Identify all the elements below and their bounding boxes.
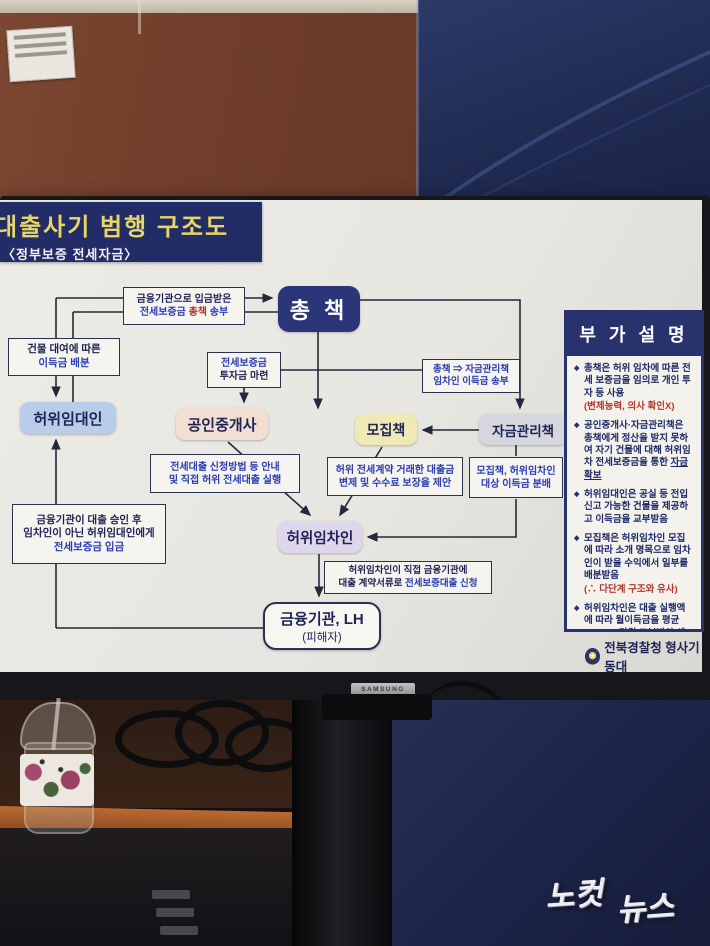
samsung-logo: SAMSUNG <box>351 683 415 696</box>
bullet-marker: ◆ <box>574 535 580 543</box>
ceiling-strip <box>0 0 445 13</box>
label-line: 금융기관으로 입금받은 <box>136 294 232 305</box>
bullet-text: 허위임대인은 공실 등 전입신고 가능한 건물을 제공하고 이득금을 교부받음 <box>584 489 689 525</box>
panel-bullet: ◆ 허위임차인은 대출 실행액에 따라 월이득금을 평균 100-200만원 교부… <box>574 602 694 629</box>
bullet-marker: ◆ <box>574 365 580 372</box>
label-line: 변제 및 수수료 보장을 제안 <box>338 477 452 489</box>
node-label: 허위임대인 <box>33 410 103 428</box>
label-loan-guide: 전세대출 신청방법 등 안내 및 직접 허위 전세대출 실행 <box>150 454 300 493</box>
cabinet-seam-highlight <box>138 0 141 34</box>
node-sublabel: (피해자) <box>302 631 342 644</box>
panel-bullet: ◆ 허위임대인은 공실 등 전입신고 가능한 건물을 제공하고 이득금을 교부받음 <box>574 489 694 526</box>
cup-floral-sleeve <box>20 754 94 806</box>
node-label: 총 책 <box>289 298 349 323</box>
label-line: 대상 이득금 분배 <box>481 478 551 490</box>
label-line: 허위 전세계약 거래한 대출금 <box>335 464 455 476</box>
chair-slat <box>160 926 198 935</box>
label-sticker <box>6 25 76 83</box>
label-line: 건물 대여에 따른 <box>27 343 101 356</box>
label-contract-offer: 허위 전세계약 거래한 대출금 변제 및 수수료 보장을 제안 <box>327 457 463 496</box>
slide-title: 대출사기 범행 구조도 <box>0 214 230 241</box>
node-fake-landlord: 허위임대인 <box>20 402 116 434</box>
blue-wall-background <box>418 0 710 217</box>
bullet-note: (∴ 다단계 구조와 유사) <box>584 583 678 595</box>
node-broker: 공인중개사 <box>176 408 268 440</box>
panel-title: 부 가 설 명 <box>567 313 701 356</box>
label-line: 전세보증금 입금 <box>53 540 125 553</box>
wall-curve-decoration <box>426 50 710 217</box>
node-fake-tenant: 허위임차인 <box>278 521 362 553</box>
node-label: 허위임차인 <box>286 530 354 547</box>
label-line: 및 직접 허위 전세대출 실행 <box>168 474 282 486</box>
bullet-marker: ◆ <box>574 422 580 430</box>
watermark-part-1: 노컷 <box>544 875 604 915</box>
node-boss: 총 책 <box>278 286 360 332</box>
bullet-note: (변제능력, 의사 확인X) <box>584 401 675 413</box>
label-deposit-to-boss: 금융기관으로 입금받은 전세보증금 총책 송부 <box>123 287 245 325</box>
label-line: 전세보증금 총책 송부 <box>139 307 229 318</box>
label-bank-deposit: 금융기관이 대출 승인 후 임차인이 아닌 허위임대인에게 전세보증금 입금 <box>12 504 166 564</box>
watermark-part-2: 뉴스 <box>615 888 675 928</box>
node-recruiter: 모집책 <box>355 414 417 445</box>
bullet-text: 모집책은 허위임차인 모집에 따라 소개 명목으로 임차인이 받을 수익에서 일… <box>584 533 691 582</box>
label-line: 임차인 이득금 송부 <box>433 376 509 387</box>
chair-slat <box>152 890 190 899</box>
label-boss-to-manager: 총책 ⇒ 자금관리책 임차인 이득금 송부 <box>422 359 520 393</box>
label-direct-apply: 허위임차인이 직접 금융기관에 대출 계약서류로 전세보증대출 신청 <box>324 561 492 594</box>
panel-bullet: ◆ 공인중개사·자금관리책은 총책에게 정산을 받지 못하여 자기 건물에 대해 … <box>574 420 694 482</box>
slide-subtitle: 〈정부보증 전세자금〉 <box>2 247 139 262</box>
police-footer: ★ 전북경찰청 형사기동대 <box>585 637 710 675</box>
bullet-text: 허위임차인은 대출 실행액에 따라 월이득금을 평균 100-200만원 교부받… <box>584 602 686 629</box>
panel-bullet: ◆ 총책은 허위 임차에 따른 전세 보증금을 임의로 개인 투자 등 사용 (변… <box>574 363 694 413</box>
bullet-text: 공인중개사·자금관리책은 총책에게 정산을 받지 못하여 자기 건물에 대해 허… <box>584 420 691 469</box>
news-watermark: 노컷 뉴스 <box>536 860 710 942</box>
bullet-text: 총책은 허위 임차에 따른 전세 보증금을 임의로 개인 투자 등 사용 <box>584 363 691 399</box>
cable-pile <box>105 700 315 780</box>
label-line: 대출 계약서류로 전세보증대출 신청 <box>338 577 478 589</box>
label-jeonse-fund: 전세보증금 투자금 마련 <box>207 352 281 388</box>
label-line: 금융기관이 대출 승인 후 <box>36 513 142 526</box>
police-emblem-icon: ★ <box>585 647 601 665</box>
bullet-marker: ◆ <box>574 491 580 499</box>
label-line: 총책 ⇒ 자금관리책 <box>433 363 509 375</box>
node-victim: 금융기관, LH (피해자) <box>263 602 381 650</box>
label-line: 임차인이 아닌 허위임대인에게 <box>23 527 155 540</box>
label-line: 모집책, 허위임차인 <box>476 465 556 477</box>
chair-slat <box>156 908 194 917</box>
node-fund-manager: 자금관리책 <box>479 414 567 445</box>
panel-body: ◆ 총책은 허위 임차에 따른 전세 보증금을 임의로 개인 투자 등 사용 (변… <box>567 356 701 629</box>
lower-blue-wall <box>358 700 710 946</box>
plastic-cup <box>8 697 108 834</box>
node-label: 금융기관, LH <box>280 610 364 628</box>
node-label: 공인중개사 <box>187 416 257 434</box>
label-profit-share: 모집책, 허위임차인 대상 이득금 분배 <box>469 457 563 498</box>
police-unit-label: 전북경찰청 형사기동대 <box>604 641 700 674</box>
tv-stand-mount <box>322 694 432 720</box>
panel-bullet: ◆ 모집책은 허위임차인 모집에 따라 소개 명목으로 임차인이 받을 수익에서 … <box>574 533 694 596</box>
label-line: 전세대출 신청방법 등 안내 <box>170 461 280 473</box>
label-line: 이득금 배분 <box>38 357 90 369</box>
node-label: 자금관리책 <box>491 423 555 439</box>
label-line: 허위임차인이 직접 금융기관에 <box>348 565 468 577</box>
wall-edge-highlight <box>416 0 419 200</box>
node-label: 모집책 <box>366 421 406 438</box>
side-panel: 부 가 설 명 ◆ 총책은 허위 임차에 따른 전세 보증금을 임의로 개인 투자… <box>564 310 704 632</box>
label-building-lease: 건물 대여에 따른 이득금 배분 <box>8 338 120 376</box>
label-line: 전세보증금 <box>221 358 267 369</box>
slide-title-banner: 대출사기 범행 구조도 〈정부보증 전세자금〉 <box>0 202 262 262</box>
tv-stand-pole <box>292 700 392 946</box>
wood-cabinet-background <box>0 0 445 215</box>
label-line: 투자금 마련 <box>219 371 269 382</box>
bullet-marker: ◆ <box>574 604 580 612</box>
bullet-underline-text: 자금 확보 <box>584 457 689 481</box>
